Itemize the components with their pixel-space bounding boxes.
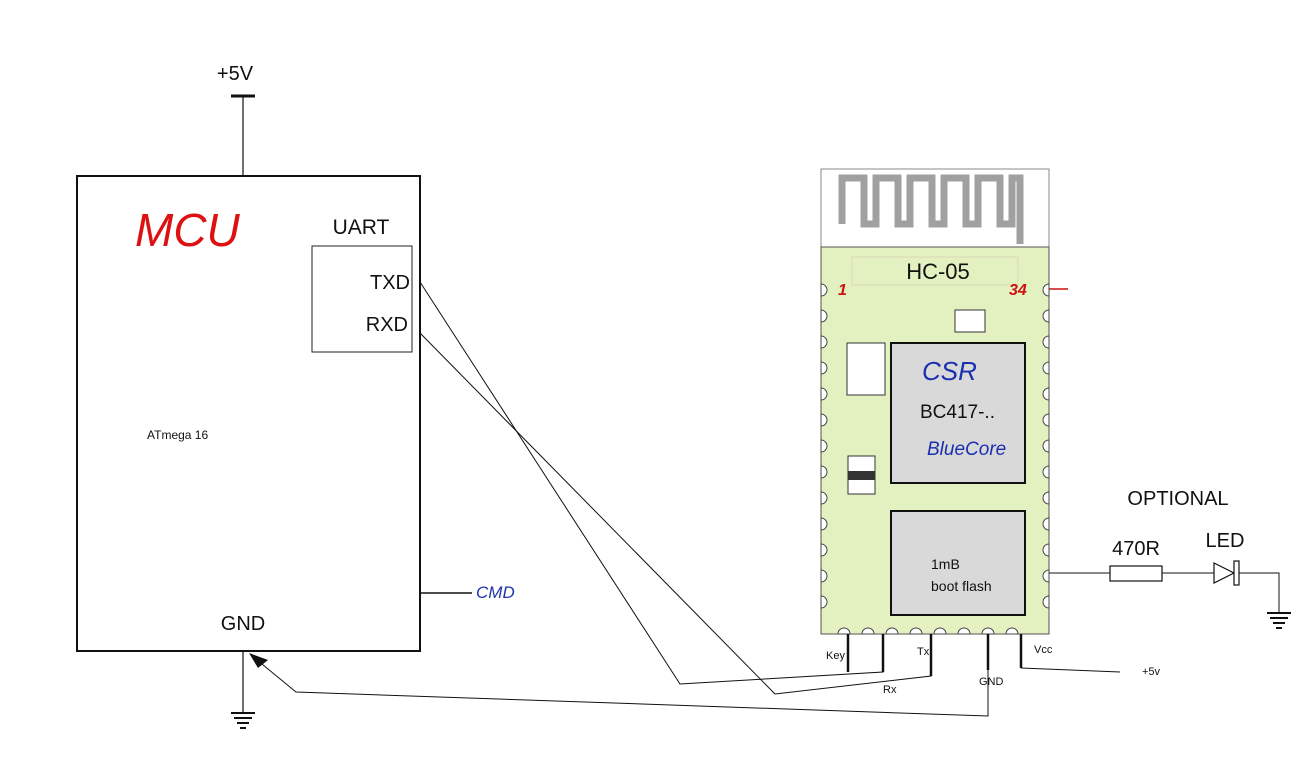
mcu-title: MCU <box>135 204 241 256</box>
optional-title: OPTIONAL <box>1127 488 1228 510</box>
right-pads <box>1042 283 1050 609</box>
gnd-return-wire <box>250 632 989 717</box>
pin-tx-label: Tx <box>917 646 930 658</box>
vcc-supply-label: +5v <box>1142 666 1161 678</box>
rxd-label: RXD <box>366 314 408 336</box>
capacitor-band <box>848 471 875 480</box>
chip-label: ATmega 16 <box>147 428 208 442</box>
pin-key-label: Key <box>826 650 845 662</box>
pin-last-label: 34 <box>1009 282 1027 299</box>
pin-first-label: 1 <box>838 282 847 299</box>
led-label: LED <box>1206 530 1245 552</box>
crystal-component <box>846 342 886 396</box>
flash-chip <box>890 510 1026 616</box>
module-name: HC-05 <box>906 259 970 284</box>
gnd-label: GND <box>221 613 265 635</box>
csr-chip <box>890 342 1026 484</box>
left-pads <box>820 283 828 609</box>
pin-rx-label: Rx <box>883 684 897 696</box>
mcu-block: +5V MCU UART TXD RXD ATmega 16 GND CMD <box>76 63 515 729</box>
led-ground-icon <box>1267 612 1291 629</box>
txd-to-rx-wire <box>419 281 884 685</box>
uart-box <box>311 245 413 353</box>
flash-line1: 1mB <box>931 556 960 572</box>
pin-vcc-label: Vcc <box>1034 644 1053 656</box>
optional-led-circuit: OPTIONAL 470R LED <box>1049 488 1291 629</box>
mcu-ground-icon <box>231 712 255 729</box>
mcu-supply-label: +5V <box>217 63 254 85</box>
mcu-body <box>76 175 421 652</box>
module-name-box <box>851 256 1019 286</box>
hc05-module: HC-05 1 34 <box>820 168 1161 696</box>
chip-part: BC417-.. <box>920 402 995 423</box>
chip-family: BlueCore <box>927 439 1006 460</box>
resistor-label: 470R <box>1112 538 1160 560</box>
uart-label: UART <box>333 216 390 239</box>
gnd-arrow-icon <box>249 653 268 668</box>
resistor-icon <box>1109 565 1163 582</box>
txd-label: TXD <box>370 272 410 294</box>
bottom-pads <box>837 627 1019 635</box>
pin-leads <box>846 634 1023 676</box>
chip-brand: CSR <box>922 356 977 386</box>
flash-line2: boot flash <box>931 578 992 594</box>
antenna-trace-icon <box>838 174 1024 244</box>
led-wire-3 <box>1239 572 1280 612</box>
pin-gnd-label: GND <box>979 676 1004 688</box>
cmd-label: CMD <box>476 583 515 602</box>
led-diode-icon <box>1213 560 1240 586</box>
vcc-supply-wire <box>1020 667 1121 673</box>
small-component-top <box>954 309 986 333</box>
